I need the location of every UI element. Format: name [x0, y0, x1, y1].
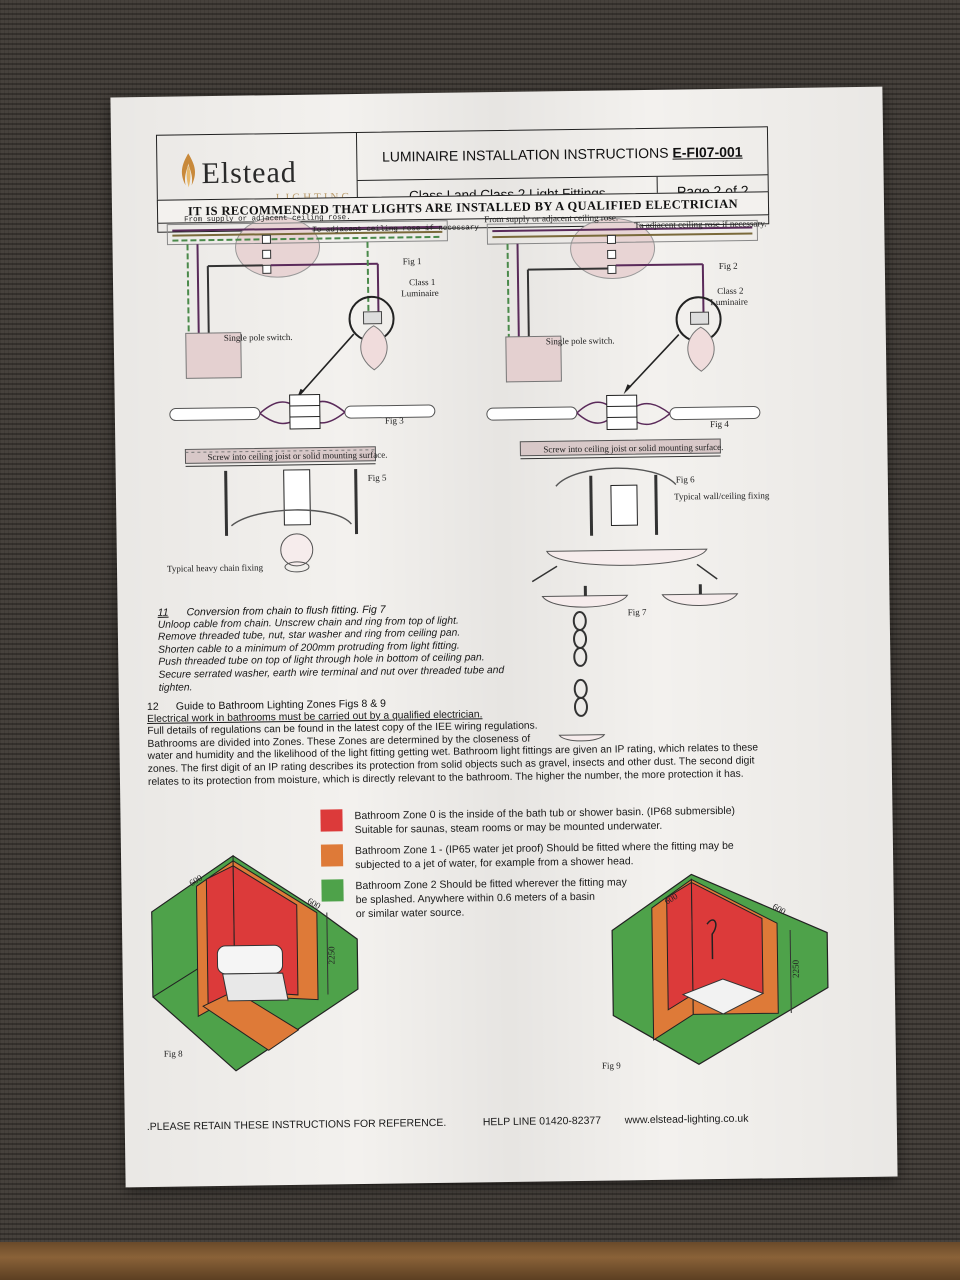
zone-1-row: Bathroom Zone 1 - (IP65 water jet proof)… — [320, 839, 751, 873]
fig4-connector-diagram: Fig 4 — [486, 394, 761, 431]
supply-label-2: From supply or adjacent ceiling rose. — [484, 212, 618, 224]
switch-label-2: Single pole switch. — [546, 335, 615, 346]
document-header: Elstead LIGHTING LUMINAIRE INSTALLATION … — [155, 126, 770, 233]
section-12: 12 Guide to Bathroom Lighting Zones Figs… — [147, 692, 818, 790]
switch-box — [185, 332, 242, 379]
fig6-wall-fixing-diagram: Screw into ceiling joist or solid mounti… — [519, 438, 770, 583]
fig1-label: Fig 1 — [403, 256, 422, 266]
logo-cell: Elstead LIGHTING — [156, 133, 359, 214]
luminaire-label: Luminaire — [401, 288, 439, 299]
section-11: 11 Conversion from chain to flush fittin… — [158, 602, 519, 695]
luminaire-label-2: Luminaire — [710, 297, 748, 308]
fig1-wiring-diagram: From supply or adjacent ceiling rose. To… — [166, 214, 479, 399]
class1-label: Class 1 — [409, 277, 435, 287]
light-bulb-icon-2 — [687, 326, 715, 372]
fig2-label: Fig 2 — [719, 261, 738, 271]
fig4-label: Fig 4 — [710, 419, 729, 429]
zone-1-swatch — [320, 844, 344, 867]
zone-legend: Bathroom Zone 0 is the inside of the bat… — [320, 804, 752, 929]
height-dimension-fig8: 2250 — [326, 946, 336, 965]
helpline: HELP LINE 01420-82377 — [482, 1114, 602, 1129]
fig2-wiring-diagram: From supply or adjacent ceiling rose. To… — [484, 212, 767, 395]
wall-fixing-label: Typical wall/ceiling fixing — [674, 490, 770, 501]
height-dimension-fig9: 2250 — [791, 959, 801, 978]
light-bulb-icon — [360, 325, 388, 371]
fig7-conversion-diagram: Fig 7 — [541, 584, 739, 742]
zone-0-row: Bathroom Zone 0 is the inside of the bat… — [320, 804, 750, 838]
instruction-sheet: Elstead LIGHTING LUMINAIRE INSTALLATION … — [110, 86, 898, 1188]
supply-label: From supply or adjacent ceiling rose. — [184, 214, 351, 224]
cable-outline — [166, 220, 448, 246]
fig5-label: Fig 5 — [368, 473, 387, 483]
zone-0-swatch — [320, 809, 343, 832]
shower-head-icon — [706, 919, 717, 960]
screw-instruction-label: Screw into ceiling joist or solid mounti… — [207, 450, 387, 463]
section-11-line: Secure serrated washer, earth wire termi… — [158, 664, 505, 694]
ceiling-rose-circle — [235, 216, 321, 278]
zone-2-text: or similar water source. — [355, 906, 465, 921]
fig7-label: Fig 7 — [628, 607, 647, 617]
screw-instruction-label-2: Screw into ceiling joist or solid mounti… — [543, 442, 723, 455]
chain-fixing-label: Typical heavy chain fixing — [167, 562, 264, 573]
class2-label: Class 2 — [717, 286, 743, 296]
fig8-bathroom-zones: 2250 600 600 Fig 8 — [151, 854, 359, 1072]
website-link[interactable]: www.elstead-lighting.co.uk — [624, 1112, 749, 1127]
fig3-label: Fig 3 — [385, 415, 404, 425]
section-12-number: 12 — [146, 700, 159, 713]
zone-2-swatch — [321, 879, 344, 902]
fig5-chain-fixing-diagram: Screw into ceiling joist or solid mounti… — [167, 446, 387, 574]
wiring-diagrams: From supply or adjacent ceiling rose. To… — [151, 212, 829, 1072]
adjacent-label: To adjacent ceiling rose if necessary — [312, 224, 479, 234]
fig6-label: Fig 6 — [676, 474, 695, 484]
switch-label: Single pole switch. — [224, 332, 293, 343]
fig3-connector-diagram: Fig 3 — [169, 394, 436, 430]
fig9-shower-zones: 2250 600 600 Fig 9 — [602, 873, 829, 1071]
adjacent-label-2: To adjacent ceiling rose if necessary. — [634, 218, 766, 230]
fig8-label: Fig 8 — [164, 1049, 183, 1059]
fig9-label: Fig 9 — [602, 1060, 621, 1070]
section-11-number: 11 — [157, 606, 169, 619]
zone-2-row: Bathroom Zone 2 Should be fitted whereve… — [321, 874, 752, 922]
flame-logo-icon — [181, 153, 196, 188]
wooden-floor-strip — [0, 1242, 960, 1280]
